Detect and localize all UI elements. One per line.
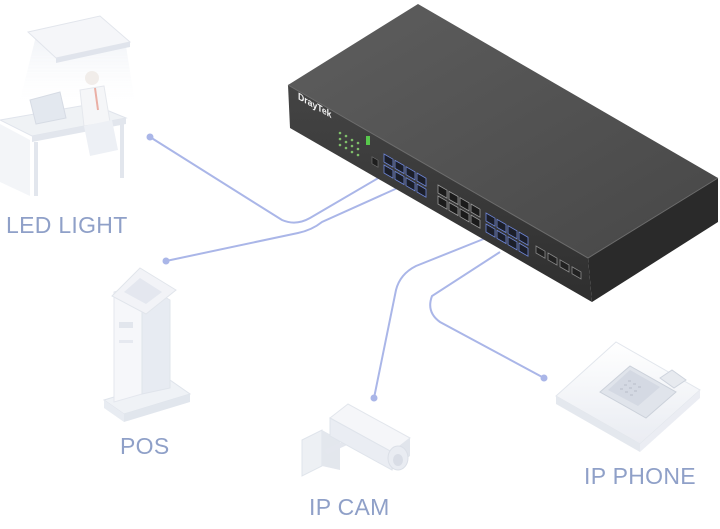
rj45-port <box>507 235 518 251</box>
rj45-port <box>437 195 448 210</box>
rj45-port <box>394 159 405 175</box>
rj45-port <box>416 183 427 198</box>
rj45-port <box>485 212 496 227</box>
rj45-port <box>459 196 470 212</box>
label-pos: POS <box>120 433 170 459</box>
status-leds <box>338 131 360 157</box>
sfp-port <box>559 259 570 273</box>
cable-pos <box>165 185 403 262</box>
pos-device <box>102 267 192 422</box>
label-led-light: LED LIGHT <box>6 212 128 238</box>
sfp-port <box>547 252 558 266</box>
rj45-port <box>448 201 459 217</box>
ip-phone-device <box>555 341 701 452</box>
label-ip-phone: IP PHONE <box>584 463 696 489</box>
rj45-port <box>485 223 496 238</box>
rj45-port <box>437 184 448 199</box>
cable-endpoints <box>146 133 548 402</box>
power-led <box>366 136 370 145</box>
rj45-port <box>394 170 405 186</box>
rj45-port <box>507 224 518 240</box>
switch-side-face <box>588 178 718 302</box>
ip-cam-device <box>301 403 411 477</box>
rj45-port <box>470 214 481 229</box>
network-switch: DrayTek <box>287 4 719 302</box>
rj45-port <box>496 229 507 245</box>
switch-ports <box>383 153 582 280</box>
cable-dot-led-light <box>146 133 154 141</box>
rj45-port <box>383 164 394 179</box>
switch-top-face <box>288 4 718 258</box>
cables <box>149 136 545 399</box>
cable-ip-cam <box>373 237 487 399</box>
label-ip-cam: IP CAM <box>309 494 390 520</box>
cable-ip-phone <box>429 251 545 379</box>
rj45-port <box>470 203 481 218</box>
rj45-port <box>448 190 459 206</box>
rj45-port <box>459 207 470 223</box>
rj45-port <box>383 153 394 168</box>
led-light-device <box>0 15 136 196</box>
sfp-port <box>535 245 546 259</box>
rj45-port <box>518 231 529 246</box>
rj45-port <box>405 176 416 192</box>
cable-dot-ip-cam <box>370 394 378 402</box>
rj45-port <box>416 172 427 187</box>
cable-led-light <box>149 136 393 224</box>
rj45-port <box>405 165 416 181</box>
cable-dot-pos <box>162 257 170 265</box>
rj45-port <box>518 242 529 257</box>
cable-dot-ip-phone <box>540 374 548 382</box>
rj45-port <box>496 218 507 234</box>
console-port <box>371 156 379 168</box>
sfp-port <box>571 266 582 280</box>
